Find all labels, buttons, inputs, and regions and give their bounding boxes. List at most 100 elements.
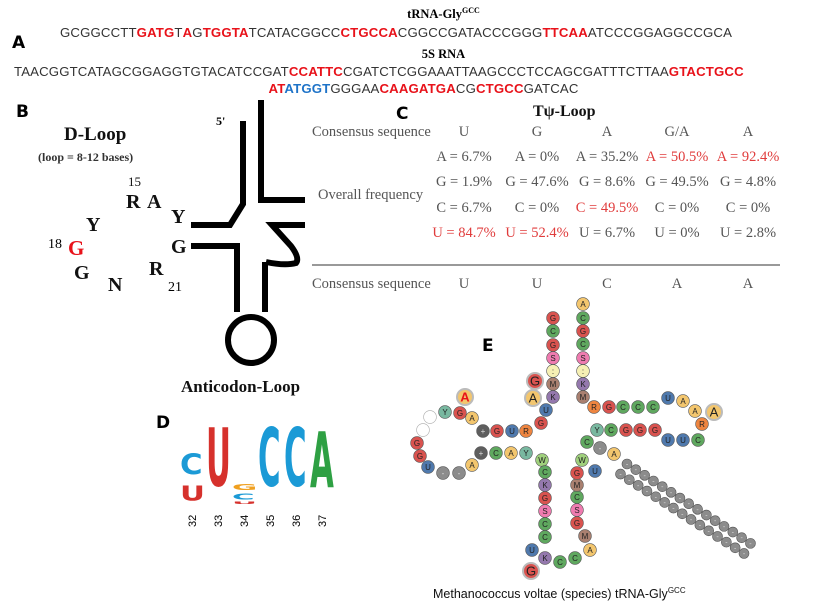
svg-text:M: M (582, 532, 589, 541)
panel-label-b: B (16, 102, 29, 122)
svg-text:A: A (680, 397, 686, 406)
logo-position-label: 34 (239, 515, 251, 527)
svg-text:-: - (458, 469, 461, 478)
svg-text:U: U (592, 467, 598, 476)
svg-text:-: - (628, 477, 631, 484)
nucleotide: Y (590, 423, 604, 437)
svg-text:-: - (672, 506, 675, 513)
svg-text:G: G (414, 439, 420, 448)
svg-text:U: U (665, 436, 671, 445)
nucleotide: U (588, 464, 602, 478)
svg-text:+: + (481, 427, 486, 436)
svg-text:S: S (580, 354, 585, 363)
sequence-segment: A (182, 25, 193, 40)
nucleotide: G (570, 516, 584, 530)
svg-text:G: G (417, 452, 423, 461)
consensus-top-cell: A (742, 124, 754, 140)
svg-text:-: - (643, 473, 646, 480)
nucleotide: S (546, 351, 560, 365)
nucleotide: - (683, 498, 695, 509)
nucleotide: A (607, 447, 621, 461)
trna-sequence: GCGGCCTTGATGTAGTGGTATCATACGGCCCTGCCACGGC… (60, 25, 732, 40)
svg-text:-: - (646, 489, 649, 496)
svg-text:A: A (469, 461, 475, 470)
svg-text:G: G (580, 327, 586, 336)
svg-text:C: C (608, 426, 614, 435)
nucleotide: C (691, 433, 705, 447)
nucleotide: - (721, 536, 732, 548)
svg-text:U: U (425, 463, 431, 472)
svg-text:C: C (574, 493, 580, 502)
nucleotide: R (587, 400, 601, 414)
svg-text:G: G (550, 341, 556, 350)
frequency-cell: G = 4.8% (719, 174, 777, 190)
nucleotide: K (576, 377, 590, 391)
svg-text:G: G (542, 494, 548, 503)
sequence-segment: GATG (136, 25, 175, 40)
sequence-segment: CGGCCGATACCCGGG (397, 25, 543, 40)
sequence-segment: ATGGT (284, 81, 331, 96)
nucleotide: - (692, 504, 703, 515)
svg-text:G: G (637, 426, 643, 435)
nucleotide: G (526, 372, 544, 390)
svg-text::: : (582, 367, 584, 376)
svg-text:A: A (580, 300, 586, 309)
structure-caption: Methanococcus voltae (species) tRNA-GlyG… (433, 586, 686, 601)
svg-text:-: - (663, 500, 666, 507)
nucleotide: - (624, 474, 635, 486)
base-number-21: 21 (168, 280, 182, 295)
nucleotide: - (656, 481, 668, 492)
nucleotide: C (570, 490, 584, 504)
nucleotide: U (421, 460, 435, 474)
trna-title-sup: GCC (462, 6, 480, 15)
nucleotide: U (661, 391, 675, 405)
svg-text:U: U (680, 436, 686, 445)
frequency-cell: G = 49.5% (645, 174, 709, 190)
frequency-cell: G = 1.9% (435, 174, 493, 190)
frequency-cell: U = 52.4% (505, 225, 569, 241)
nucleotide: - (632, 480, 644, 491)
nucleotide: A (465, 411, 479, 425)
base-g-paired: G (171, 236, 187, 258)
d-loop-title: D-Loop (64, 124, 127, 145)
caption-sup: GCC (667, 586, 686, 595)
frequency-cell: C = 0% (514, 200, 560, 216)
trna-skeleton-diagram (191, 100, 305, 366)
nucleotide: G (576, 324, 590, 338)
nucleotide: - (745, 538, 756, 549)
svg-text:C: C (542, 468, 548, 477)
frequency-cell: A = 50.5% (645, 149, 709, 165)
svg-text:R: R (523, 427, 529, 436)
nucleotide: K (546, 390, 560, 404)
nucleotide: G (453, 406, 467, 420)
svg-text:-: - (740, 535, 743, 542)
svg-text:S: S (550, 354, 555, 363)
logo-position-label: 33 (213, 515, 225, 527)
nucleotide: C (580, 435, 594, 449)
svg-text:G: G (526, 564, 536, 579)
nucleotide (423, 410, 437, 424)
frequency-cell: U = 2.8% (719, 225, 777, 241)
sequence-segment: CTGCC (475, 81, 524, 96)
logo-letter-G: G (232, 483, 257, 492)
nucleotide: Y (519, 446, 533, 460)
logo-letter-C: C (232, 492, 255, 501)
nucleotide: - (709, 515, 721, 527)
skeleton-t-arm (265, 222, 305, 268)
sequence-segment: GCGGCCTT (60, 25, 137, 40)
nucleotide: - (639, 470, 650, 481)
nucleotide: G (619, 423, 633, 437)
nucleotide: + (474, 446, 488, 460)
svg-text:Y: Y (442, 408, 448, 417)
nucleotide: A (524, 389, 542, 407)
nucleotide: A (504, 446, 518, 460)
svg-text:M: M (580, 393, 587, 402)
frequency-cell: C = 6.7% (436, 200, 492, 216)
svg-text:-: - (670, 490, 673, 497)
nucleotide: G (633, 423, 647, 437)
svg-text:U: U (509, 427, 515, 436)
skeleton-3p-strand (258, 100, 305, 203)
svg-text:-: - (705, 513, 708, 520)
nucleotide: - (674, 492, 686, 504)
